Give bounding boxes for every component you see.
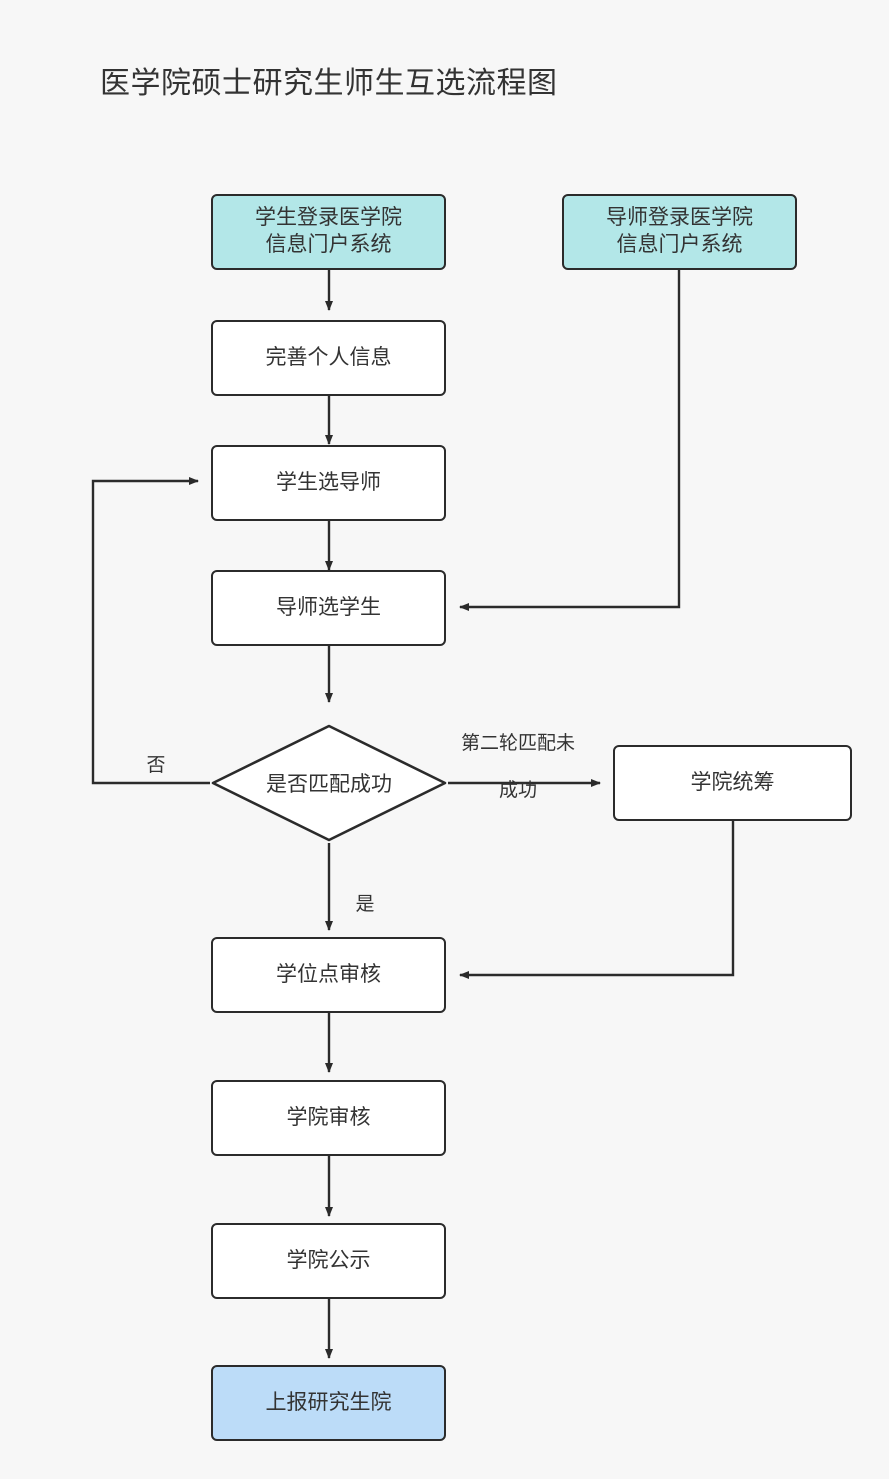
edge-label-second-round-failed-line2: 成功 <box>498 780 537 802</box>
page-title: 医学院硕士研究生师生互选流程图 <box>100 67 558 100</box>
node-college-review[interactable]: 学院审核 <box>211 1080 446 1156</box>
node-advisor-picks-student[interactable]: 导师选学生 <box>211 570 446 646</box>
node-degree-program-review-label: 学位点审核 <box>276 962 381 986</box>
edge-label-yes: 是 <box>355 893 375 915</box>
node-match-decision[interactable]: 是否匹配成功 <box>210 723 448 843</box>
node-college-coordination[interactable]: 学院统筹 <box>613 745 852 821</box>
node-advisor-login[interactable]: 导师登录医学院 信息门户系统 <box>562 194 797 270</box>
node-college-coordination-label: 学院统筹 <box>690 770 775 794</box>
node-student-picks-advisor[interactable]: 学生选导师 <box>211 445 446 521</box>
node-student-login[interactable]: 学生登录医学院 信息门户系统 <box>211 194 446 270</box>
node-degree-program-review[interactable]: 学位点审核 <box>211 937 446 1013</box>
edge-coordination-to-degree-review <box>459 821 735 979</box>
node-report-to-graduate-school[interactable]: 上报研究生院 <box>211 1365 446 1441</box>
node-match-decision-label: 是否匹配成功 <box>266 773 392 796</box>
node-student-picks-advisor-label: 学生选导师 <box>276 470 381 494</box>
node-complete-profile[interactable]: 完善个人信息 <box>211 320 446 396</box>
node-advisor-picks-student-label: 导师选学生 <box>276 595 381 619</box>
node-college-publicity-label: 学院公示 <box>286 1248 371 1272</box>
node-advisor-login-line2: 信息门户系统 <box>616 233 743 256</box>
node-report-to-graduate-school-label: 上报研究生院 <box>265 1390 392 1414</box>
node-student-login-line1: 学生登录医学院 <box>255 206 402 230</box>
edge-label-second-round-failed-line1: 第二轮匹配未 <box>460 732 575 754</box>
edge-label-no: 否 <box>146 754 166 776</box>
node-college-publicity[interactable]: 学院公示 <box>211 1223 446 1299</box>
node-college-review-label: 学院审核 <box>286 1105 371 1129</box>
node-advisor-login-line1: 导师登录医学院 <box>606 206 753 230</box>
diamond-shape <box>211 724 447 842</box>
node-student-login-line2: 信息门户系统 <box>265 233 392 256</box>
edge-label-second-round-failed: 第二轮匹配未 成功 <box>443 708 593 803</box>
node-complete-profile-label: 完善个人信息 <box>265 345 392 369</box>
edge-advisor-login-to-advisor-pick <box>459 270 681 611</box>
